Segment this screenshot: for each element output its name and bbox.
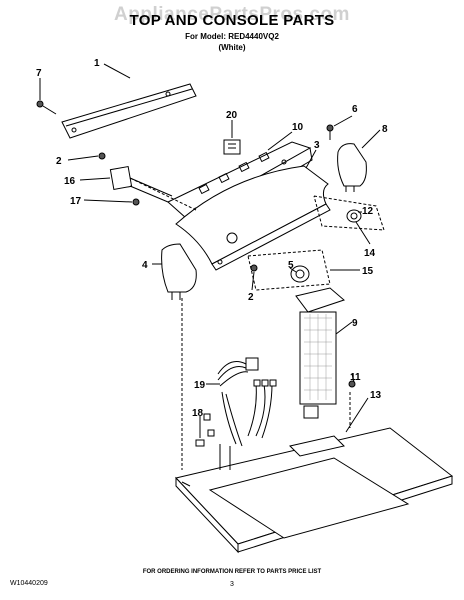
- document-number: W10440209: [10, 580, 48, 587]
- callout-15: 15: [362, 266, 374, 277]
- part-7-screw: [36, 100, 57, 115]
- part-3-console-panel: [175, 165, 331, 271]
- part-2-screw-lower: [250, 264, 258, 272]
- part-16-timer: [109, 166, 173, 203]
- callout-14: 14: [364, 248, 376, 259]
- callout-9: 9: [352, 318, 358, 329]
- callout-13: 13: [370, 390, 382, 401]
- part-14-knob: [346, 209, 362, 223]
- callout-8: 8: [382, 124, 388, 135]
- ordering-notice: FOR ORDERING INFORMATION REFER TO PARTS …: [142, 569, 322, 575]
- callout-16: 16: [64, 176, 76, 187]
- watermark: AppliancePartsPros.com: [114, 4, 350, 25]
- callout-20: 20: [226, 110, 238, 121]
- callout-5: 5: [288, 260, 294, 271]
- callout-18: 18: [192, 408, 204, 419]
- part-2-screw-upper: [98, 152, 106, 160]
- dashed-box-knob-right: [313, 195, 385, 231]
- part-1-brace: [61, 83, 197, 139]
- part-17-screw: [132, 198, 140, 206]
- callout-17: 17: [70, 196, 82, 207]
- alignment-lines: [129, 177, 351, 470]
- callout-7: 7: [36, 68, 42, 79]
- part-18-clip: [195, 439, 205, 447]
- callout-2-lower: 2: [248, 292, 254, 303]
- callout-10: 10: [292, 122, 304, 133]
- callout-4: 4: [142, 260, 148, 271]
- part-19-wire-harness: [203, 357, 277, 447]
- color-line: (White): [218, 43, 246, 52]
- callout-6: 6: [352, 104, 358, 115]
- part-15-knob: [290, 265, 310, 283]
- part-8-end-cap: [337, 143, 367, 192]
- page-number: 3: [230, 581, 234, 588]
- part-20-module: [223, 139, 241, 155]
- page-title: TOP AND CONSOLE PARTS: [129, 12, 335, 29]
- leader-lines: [39, 63, 381, 438]
- part-13-dryer-top: [175, 405, 454, 554]
- callout-1: 1: [94, 58, 100, 69]
- part-9-lint-screen: [295, 287, 345, 405]
- model-line: For Model: RED4440VQ2: [185, 32, 279, 41]
- callout-2-upper: 2: [56, 156, 62, 167]
- callout-11: 11: [350, 372, 361, 383]
- callout-19: 19: [194, 380, 206, 391]
- part-6-screw: [326, 124, 334, 140]
- part-11-screw: [348, 380, 356, 388]
- callout-3: 3: [314, 140, 320, 151]
- part-4-end-cap: [161, 243, 197, 300]
- callout-12: 12: [362, 206, 374, 217]
